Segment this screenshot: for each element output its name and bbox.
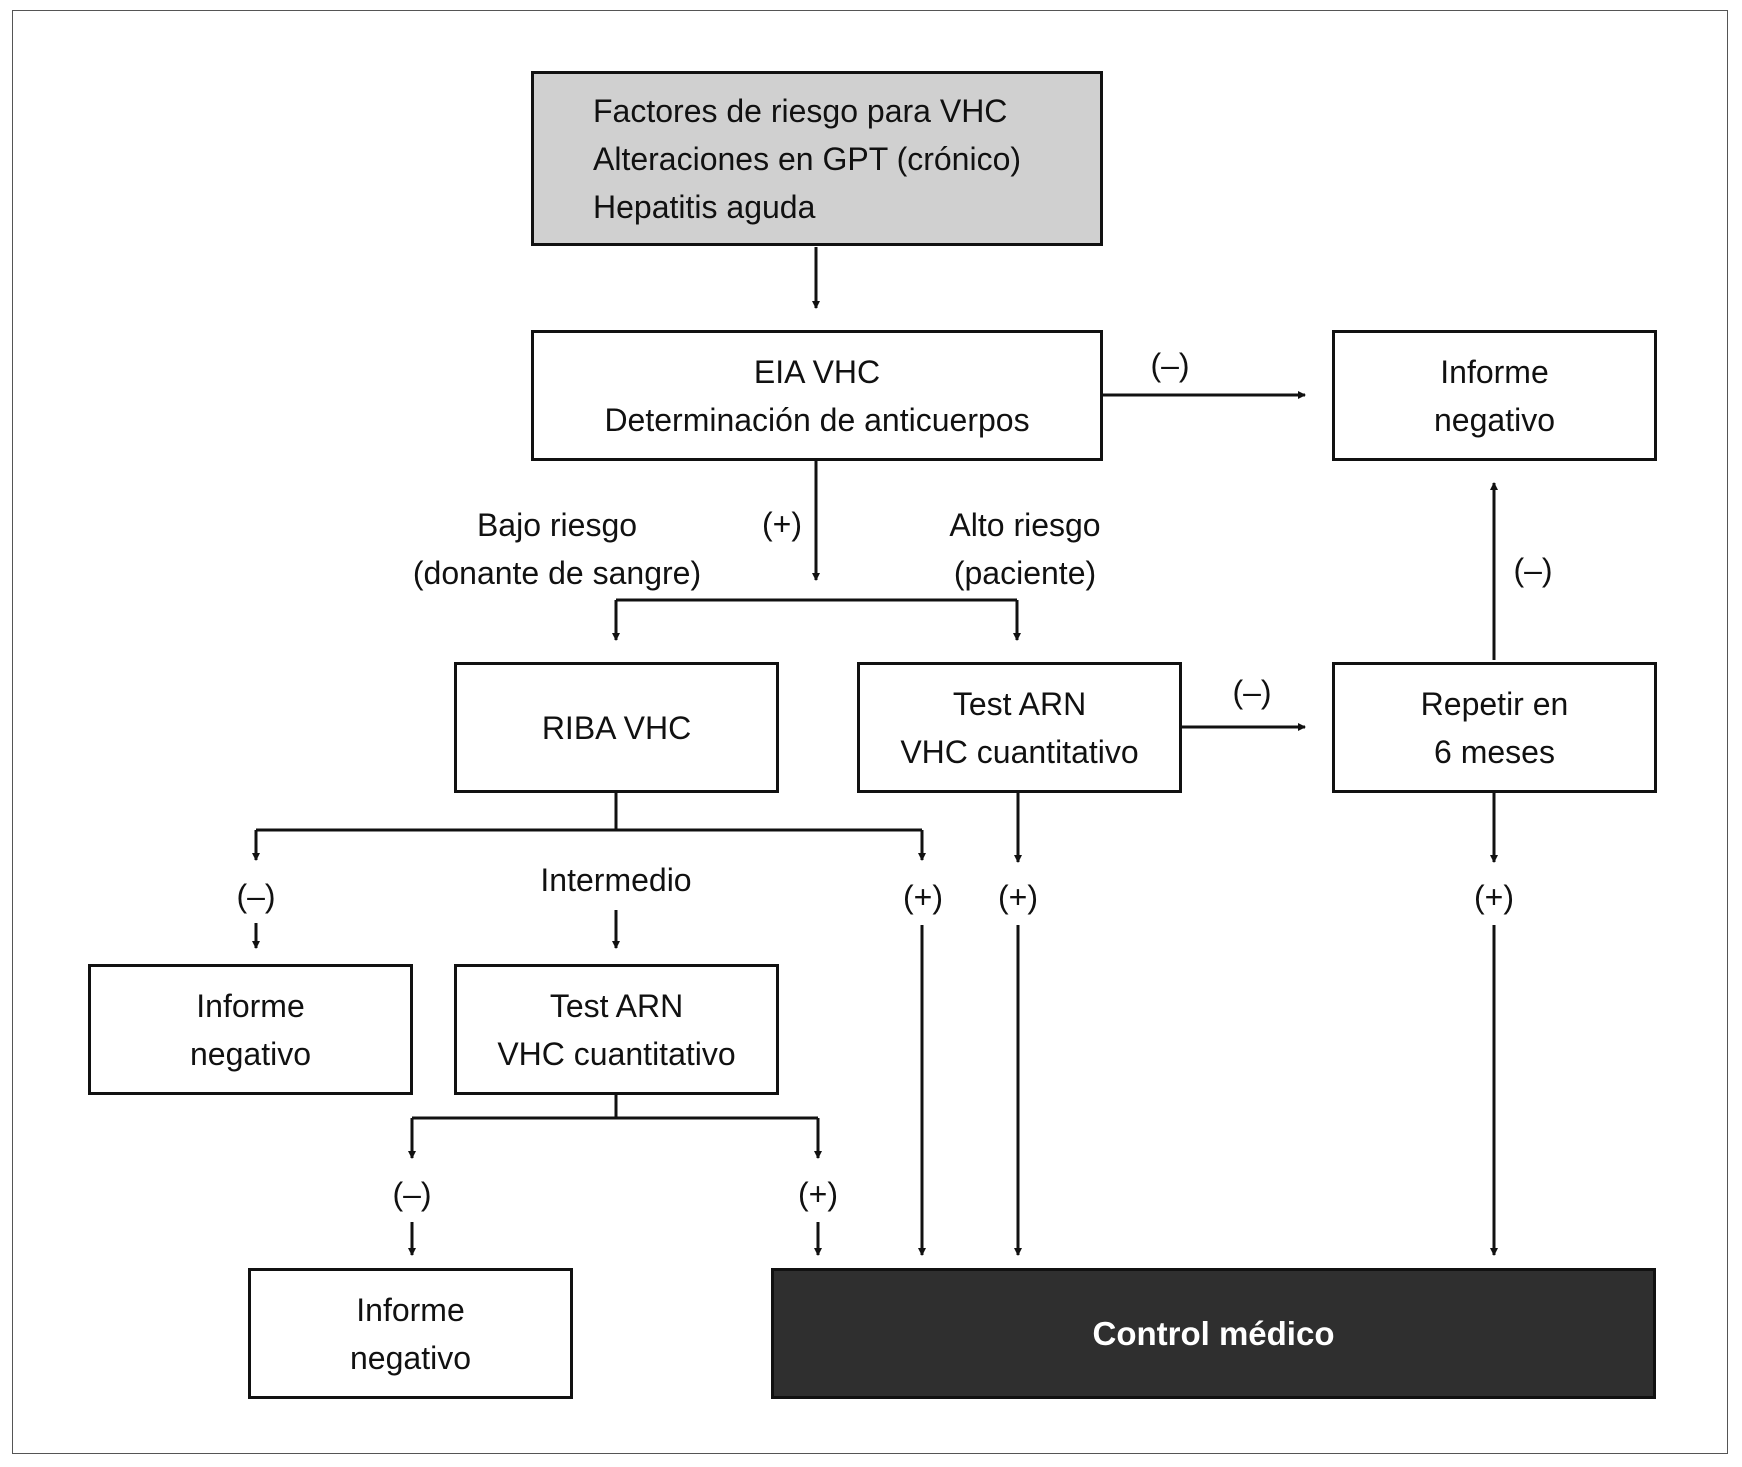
rna-test-mid-line-2: VHC cuantitativo (497, 1035, 736, 1072)
report-left-line-2: negativo (190, 1035, 311, 1072)
riba-intermediate-label: Intermedio (540, 862, 692, 898)
report-top-box: Informe negativo (1332, 330, 1657, 461)
report-left-box: Informe negativo (88, 964, 413, 1095)
report-top-line-1: Informe (1440, 353, 1549, 390)
rna-mid-positive-label: (+) (798, 1176, 838, 1212)
report-top-line-2: negativo (1434, 401, 1555, 438)
eia-line-2: Determinación de anticuerpos (604, 401, 1030, 438)
rna-high-positive-label: (+) (998, 879, 1038, 915)
risk-factors-box: Factores de riesgo para VHC Alteraciones… (531, 71, 1103, 246)
repeat-box: Repetir en 6 meses (1332, 662, 1657, 793)
high-risk-line-2: (paciente) (953, 555, 1097, 591)
risk-factors-line-1: Factores de riesgo para VHC (593, 92, 1008, 129)
report-bottom-box: Informe negativo (248, 1268, 573, 1399)
connector-rna-mid-split (412, 1094, 818, 1120)
low-risk-label: Bajo riesgo (donante de sangre) (377, 501, 737, 597)
control-box: Control médico (771, 1268, 1656, 1399)
low-risk-line-2: (donante de sangre) (412, 555, 702, 591)
repeat-line-2: 6 meses (1434, 733, 1555, 770)
rna-mid-negative-label: (–) (392, 1176, 432, 1212)
eia-negative-label: (–) (1150, 347, 1190, 383)
risk-factors-line-2: Alteraciones en GPT (crónico) (593, 140, 1022, 177)
eia-positive-label: (+) (762, 506, 802, 542)
repeat-line-1: Repetir en (1420, 685, 1569, 722)
rna-test-high-line-1: Test ARN (952, 685, 1087, 722)
report-bottom-line-1: Informe (356, 1291, 465, 1328)
riba-negative-label: (–) (236, 878, 276, 914)
rna-test-high-line-2: VHC cuantitativo (900, 733, 1139, 770)
high-risk-label: Alto riesgo (paciente) (905, 501, 1145, 597)
rna-test-high-box: Test ARN VHC cuantitativo (857, 662, 1182, 793)
rna-high-negative-label: (–) (1232, 674, 1272, 710)
low-risk-line-1: Bajo riesgo (476, 507, 638, 543)
eia-line-1: EIA VHC (753, 353, 881, 390)
high-risk-line-1: Alto riesgo (949, 507, 1101, 543)
report-left-line-1: Informe (196, 987, 305, 1024)
rna-test-mid-box: Test ARN VHC cuantitativo (454, 964, 779, 1095)
eia-box: EIA VHC Determinación de anticuerpos (531, 330, 1103, 461)
riba-box: RIBA VHC (454, 662, 779, 793)
report-bottom-line-2: negativo (350, 1339, 471, 1376)
control-label: Control médico (1092, 1314, 1335, 1352)
risk-factors-line-3: Hepatitis aguda (593, 188, 816, 225)
repeat-positive-label: (+) (1474, 879, 1514, 915)
repeat-negative-label: (–) (1513, 552, 1553, 588)
diagram-frame (12, 10, 1728, 1454)
riba-positive-label: (+) (903, 879, 943, 915)
riba-line-1: RIBA VHC (541, 709, 692, 746)
rna-test-mid-line-1: Test ARN (549, 987, 684, 1024)
connector-riba-split (256, 792, 922, 832)
